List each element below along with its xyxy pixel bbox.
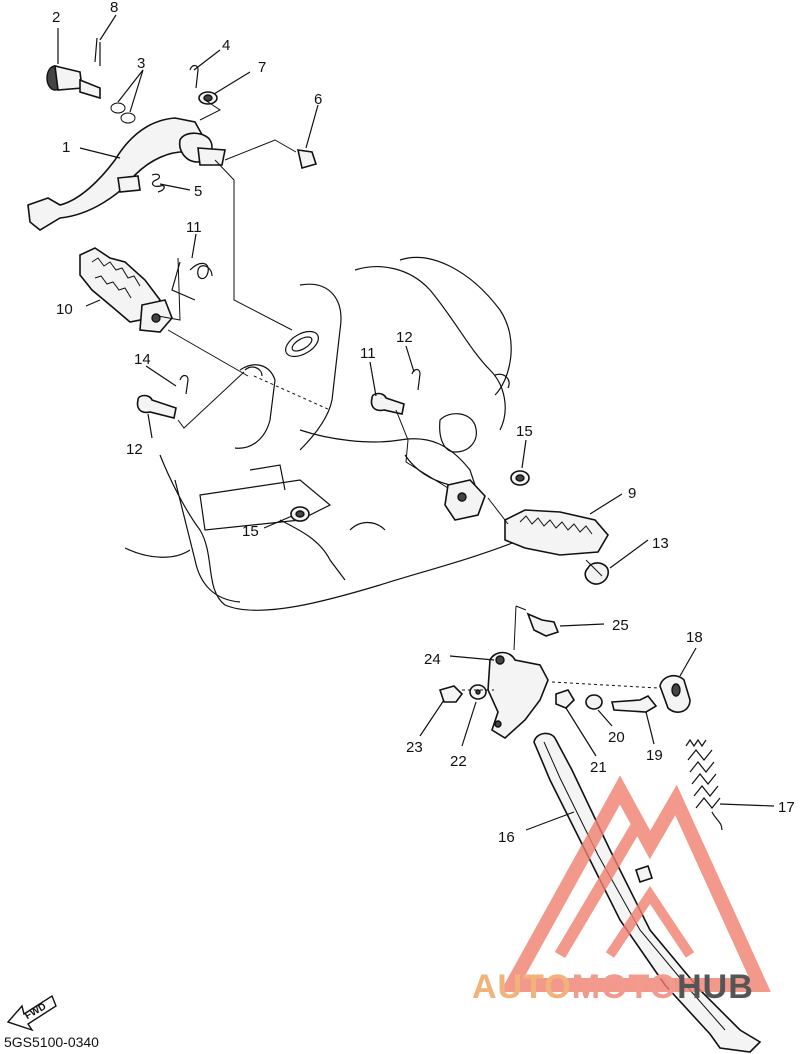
brand-part-auto: AUTO bbox=[472, 968, 572, 1006]
nut-23 bbox=[438, 685, 464, 703]
watermark-brand-text: AUTOMOTOHUB bbox=[472, 968, 754, 1007]
washer-22 bbox=[469, 684, 487, 700]
callout-16: 16 bbox=[498, 829, 515, 846]
washer-7 bbox=[198, 91, 218, 105]
callout-3: 3 bbox=[137, 55, 145, 72]
bolt-11-right bbox=[370, 392, 405, 415]
callout-11-right: 11 bbox=[360, 345, 376, 362]
washer-20 bbox=[585, 694, 603, 710]
spring-14 bbox=[171, 261, 213, 301]
callout-25: 25 bbox=[612, 617, 629, 634]
footrest-left bbox=[79, 247, 173, 333]
sidestand-bracket bbox=[487, 651, 549, 739]
fwd-arrow-icon: FWD bbox=[6, 994, 57, 1032]
brake-pedal bbox=[27, 117, 226, 231]
bolt-11-left bbox=[136, 394, 177, 419]
callout-15-right: 15 bbox=[516, 423, 533, 440]
diagram-code: 5GS5100-0340 bbox=[4, 1034, 99, 1050]
callout-8: 8 bbox=[110, 0, 118, 16]
cotter-pins bbox=[94, 37, 199, 89]
bolt-25 bbox=[526, 612, 560, 637]
callout-10: 10 bbox=[56, 301, 73, 318]
leader-lines bbox=[57, 14, 775, 831]
footrest-right bbox=[444, 479, 609, 556]
callout-22: 22 bbox=[450, 753, 467, 770]
callout-20: 20 bbox=[608, 729, 625, 746]
watermark-logo-icon bbox=[500, 775, 771, 992]
callout-11-left: 12 bbox=[126, 441, 143, 458]
callout-12-left: 14 bbox=[134, 351, 151, 368]
callout-6: 6 bbox=[314, 91, 322, 108]
plate-18 bbox=[659, 674, 691, 713]
spring-5 bbox=[151, 173, 165, 193]
callout-19: 19 bbox=[646, 747, 663, 764]
cotter-pin-12-right bbox=[411, 368, 421, 391]
washer-15-right bbox=[510, 470, 530, 486]
pivot-shaft bbox=[46, 64, 101, 100]
callout-18: 18 bbox=[686, 629, 703, 646]
callout-1: 1 bbox=[62, 139, 70, 156]
callout-14: 11 bbox=[186, 219, 202, 236]
brand-part-moto: MOTO bbox=[571, 968, 678, 1006]
callout-15-left: 15 bbox=[242, 523, 259, 540]
callout-9: 9 bbox=[628, 485, 636, 502]
callout-labels: 2 8 3 4 7 6 1 5 11 10 14 12 11 12 15 15 … bbox=[52, 0, 795, 846]
callout-13: 13 bbox=[652, 535, 669, 552]
callout-24: 24 bbox=[424, 651, 441, 668]
callout-2: 2 bbox=[52, 9, 60, 26]
spring-17 bbox=[685, 738, 723, 831]
callout-12-right: 12 bbox=[396, 329, 413, 346]
brand-part-hub: HUB bbox=[677, 968, 754, 1006]
callout-21: 21 bbox=[590, 759, 607, 776]
o-rings bbox=[110, 102, 136, 124]
callout-23: 23 bbox=[406, 739, 423, 756]
cotter-pin-12-left bbox=[179, 374, 189, 395]
callout-7: 7 bbox=[258, 59, 266, 76]
callout-4: 4 bbox=[222, 37, 230, 54]
callout-17: 17 bbox=[778, 799, 795, 816]
washer-15-left bbox=[290, 506, 310, 522]
frame-outline bbox=[124, 256, 521, 611]
spring-13 bbox=[584, 562, 609, 585]
callout-5: 5 bbox=[194, 183, 202, 200]
pin-6 bbox=[296, 149, 318, 170]
bolt-19 bbox=[610, 694, 658, 713]
collar-21 bbox=[555, 689, 576, 709]
